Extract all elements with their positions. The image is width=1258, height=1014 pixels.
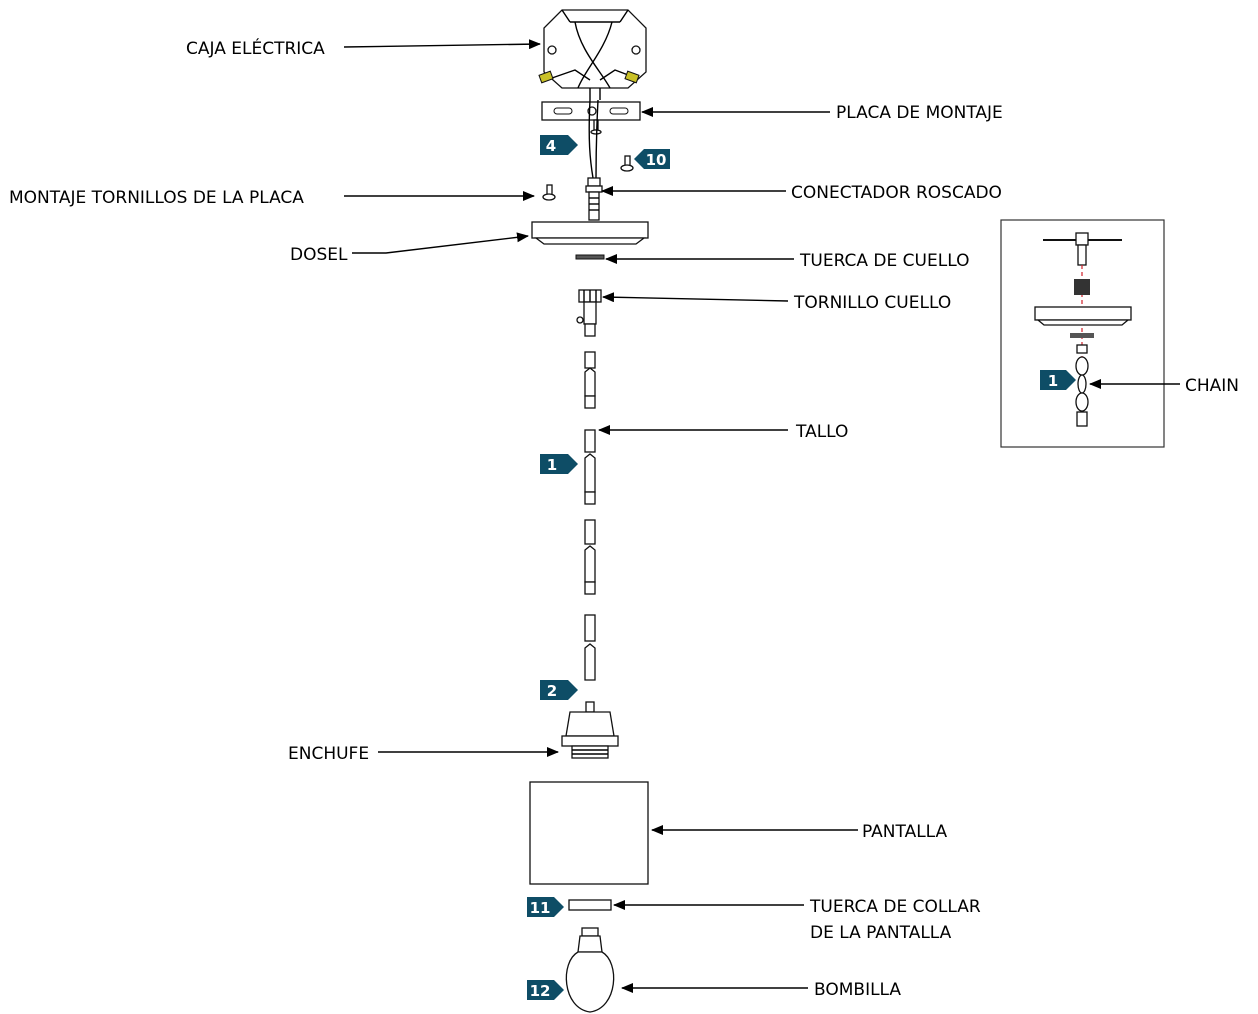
svg-text:1: 1: [547, 456, 557, 474]
chain-detail-inset: [1000, 219, 1165, 448]
collar-screw: [576, 289, 602, 337]
label-bombilla: BOMBILLA: [814, 980, 901, 1000]
label-tuerca-de-cuello: TUERCA DE CUELLO: [799, 251, 969, 271]
leader-lines: [343, 39, 1180, 993]
badge-11: 11: [527, 897, 564, 917]
svg-text:4: 4: [546, 137, 556, 155]
label-caja-electrica: CAJA ELÉCTRICA: [186, 37, 325, 59]
collar-nut: [575, 254, 605, 260]
label-dosel: DOSEL: [290, 245, 348, 265]
shade-collar-nut: [568, 899, 612, 911]
badge-4: 4: [540, 135, 578, 155]
mounting-plate: [541, 101, 641, 135]
threaded-connector: [585, 177, 603, 221]
shade: [529, 781, 649, 885]
stem-segment-3: [584, 519, 596, 595]
label-conectador-roscado: CONECTADOR ROSCADO: [791, 183, 1002, 203]
stem-segment-1: [584, 351, 596, 409]
badge-1-chain: 1: [1040, 370, 1076, 390]
stem-segment-4: [584, 614, 596, 681]
screw-right: [620, 155, 634, 172]
socket: [561, 701, 619, 759]
canopy: [531, 221, 649, 245]
label-enchufe: ENCHUFE: [288, 744, 369, 764]
label-tallo: TALLO: [795, 422, 848, 442]
stem-segment-2: [584, 429, 596, 505]
svg-text:10: 10: [646, 151, 667, 169]
badge-10: 10: [634, 149, 670, 169]
svg-text:1: 1: [1048, 372, 1058, 390]
bulb: [565, 927, 615, 1013]
label-tuerca-de-collar: TUERCA DE COLLAR: [809, 897, 981, 917]
label-chain: CHAIN: [1185, 376, 1239, 396]
badge-1-stem: 1: [540, 454, 578, 474]
label-montaje-tornillos: MONTAJE TORNILLOS DE LA PLACA: [9, 188, 304, 208]
label-placa-de-montaje: PLACA DE MONTAJE: [836, 103, 1003, 123]
screw-left: [542, 184, 556, 201]
label-pantalla: PANTALLA: [862, 822, 948, 842]
junction-box: [538, 9, 647, 100]
badge-2: 2: [540, 680, 578, 700]
svg-text:11: 11: [530, 899, 551, 917]
label-tornillo-cuello: TORNILLO CUELLO: [793, 293, 951, 313]
label-de-la-pantalla: DE LA PANTALLA: [810, 923, 952, 943]
badge-12: 12: [527, 980, 564, 1000]
svg-text:2: 2: [547, 682, 557, 700]
svg-text:12: 12: [530, 982, 551, 1000]
